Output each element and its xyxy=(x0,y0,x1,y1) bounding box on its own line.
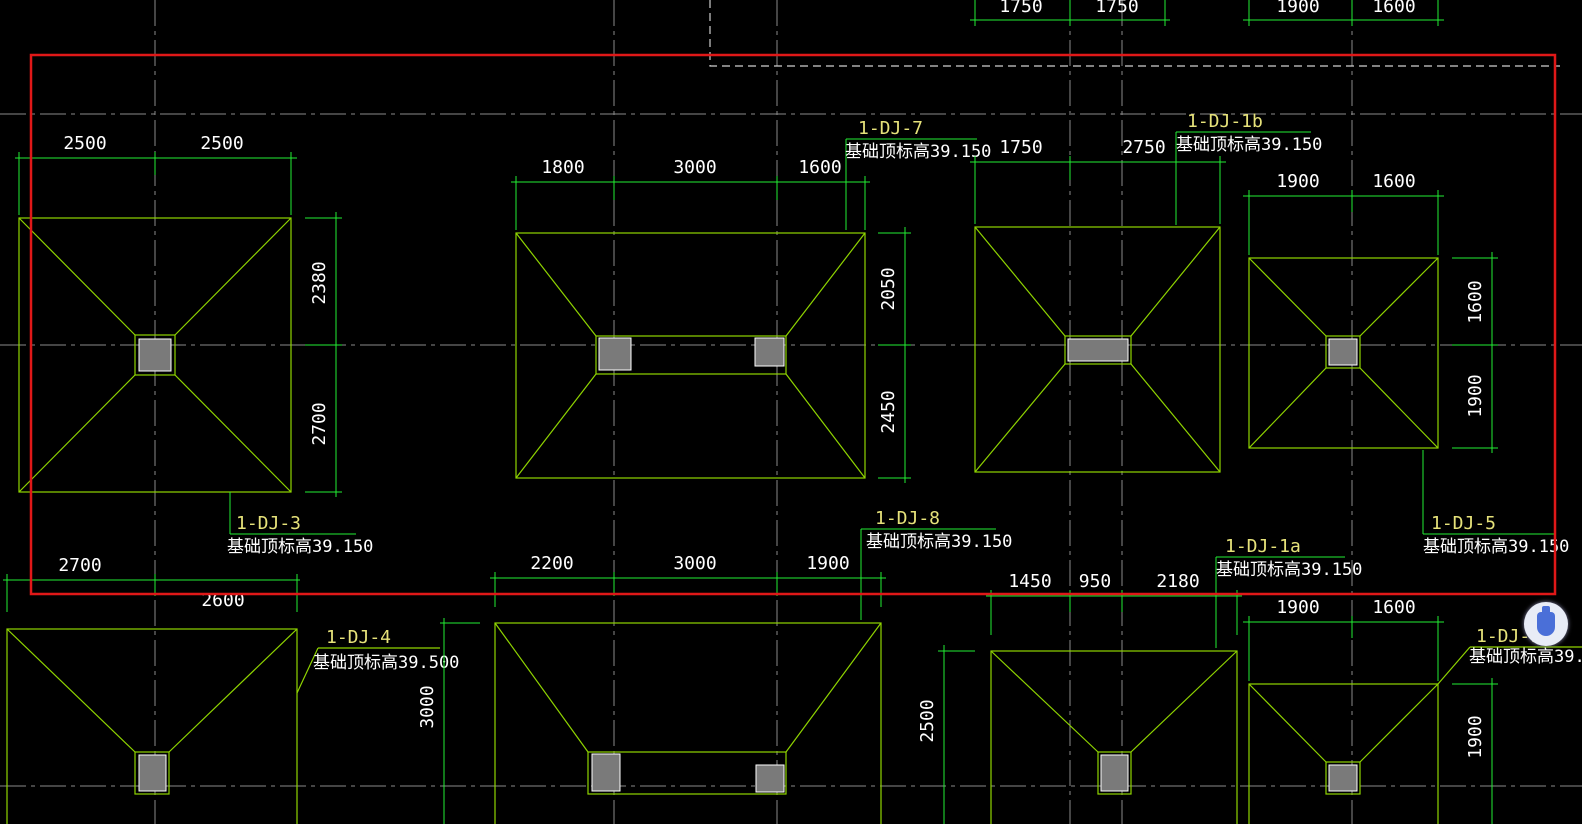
dim-text: 1750 xyxy=(999,137,1042,158)
dim-text: 1800 xyxy=(541,157,584,178)
footing-label: 1-DJ-1a xyxy=(1225,536,1301,557)
footing-dj9[interactable]: 1900 1600 1900 1-DJ-9 基础顶标高39.150 xyxy=(1243,597,1582,824)
dim-text: 2200 xyxy=(530,553,573,574)
dim-text: 1900 xyxy=(1465,374,1486,417)
footing-label: 1-DJ-1b xyxy=(1187,111,1263,132)
column xyxy=(598,337,632,371)
footing-elevation: 基础顶标高39.150 xyxy=(1176,135,1322,155)
footing-elevation: 基础顶标高39.150 xyxy=(1216,560,1362,580)
footing-elevation: 基础顶标高39.150 xyxy=(866,532,1012,552)
selection-rectangle[interactable] xyxy=(29,53,1557,596)
column xyxy=(754,337,785,367)
footing-dj4[interactable]: 2700 2600 1-DJ-4 基础顶标高39.500 xyxy=(3,555,459,824)
dim-text: 2450 xyxy=(878,390,899,433)
dim-text: 1900 xyxy=(1276,597,1319,618)
column xyxy=(755,764,785,793)
footing-dj5[interactable]: 1900 1600 1600 1900 1-DJ-5 基础顶标高39.150 xyxy=(1243,171,1569,557)
dim-text: 2050 xyxy=(878,267,899,310)
dim-text: 1600 xyxy=(798,157,841,178)
dim-text: 2500 xyxy=(63,133,106,154)
footing-dj3[interactable]: 2500 2500 2380 2700 1-DJ-3 基础顶标高39.150 xyxy=(15,133,373,557)
dim-text: 1750 xyxy=(999,0,1042,17)
dim-text: 1600 xyxy=(1372,171,1415,192)
dim-text: 3000 xyxy=(673,157,716,178)
dashed-boundary xyxy=(709,0,1560,67)
column xyxy=(1328,338,1358,366)
dim-text: 1600 xyxy=(1372,0,1415,17)
footing-label: 1-DJ-4 xyxy=(326,627,391,648)
footing-dj7[interactable]: 1800 3000 1600 2050 2450 1-DJ-7 基础顶标高39.… xyxy=(511,118,991,483)
footing-label: 1-DJ-5 xyxy=(1431,513,1496,534)
column xyxy=(1328,764,1358,792)
dim-text: 3000 xyxy=(417,685,438,728)
dim-text: 2500 xyxy=(200,133,243,154)
floating-usb-icon[interactable] xyxy=(1524,602,1568,646)
dim-text: 1600 xyxy=(1372,597,1415,618)
column xyxy=(1067,338,1129,362)
footing-elevation: 基础顶标高39.150 xyxy=(1423,537,1569,557)
dim-text: 2380 xyxy=(309,261,330,304)
column xyxy=(138,338,172,372)
footing-elevation: 基础顶标高39.500 xyxy=(313,653,459,673)
dim-text: 2500 xyxy=(917,699,938,742)
footing-elevation: 基础顶标高39.150 xyxy=(1469,647,1582,667)
column xyxy=(138,754,167,792)
dim-text: 3000 xyxy=(673,553,716,574)
dim-text: 950 xyxy=(1079,571,1112,592)
dim-text: 2750 xyxy=(1122,137,1165,158)
dim-text: 1900 xyxy=(1276,0,1319,17)
footing-elevation: 基础顶标高39.150 xyxy=(227,537,373,557)
dim-text: 1900 xyxy=(1276,171,1319,192)
usb-icon xyxy=(1537,606,1555,636)
dim-text: 2700 xyxy=(309,402,330,445)
dim-text: 1900 xyxy=(1465,715,1486,758)
footing-label: 1-DJ-8 xyxy=(875,508,940,529)
footing-dj1b[interactable]: 1750 2750 1-DJ-1b 基础顶标高39.150 xyxy=(970,111,1322,473)
dim-text: 2180 xyxy=(1156,571,1199,592)
footing-label: 1-DJ-3 xyxy=(236,513,301,534)
footing-dj1a[interactable]: 1450 950 2180 2500 1-DJ-1a 基础顶标高39.150 xyxy=(917,536,1362,824)
footing-elevation: 基础顶标高39.150 xyxy=(845,142,991,162)
dim-text: 1750 xyxy=(1095,0,1138,17)
dim-text: 2700 xyxy=(58,555,101,576)
footing-label: 1-DJ-7 xyxy=(858,118,923,139)
dim-text: 1450 xyxy=(1008,571,1051,592)
dim-text: 1600 xyxy=(1465,280,1486,323)
dim-text: 1900 xyxy=(806,553,849,574)
footing-dj8[interactable]: 2200 3000 1900 3000 1-DJ-8 基础顶标高39.150 xyxy=(417,508,1012,824)
column xyxy=(591,753,621,792)
top-dimension-strip: 1750 1750 1900 1600 xyxy=(970,0,1444,26)
column xyxy=(1100,754,1129,792)
